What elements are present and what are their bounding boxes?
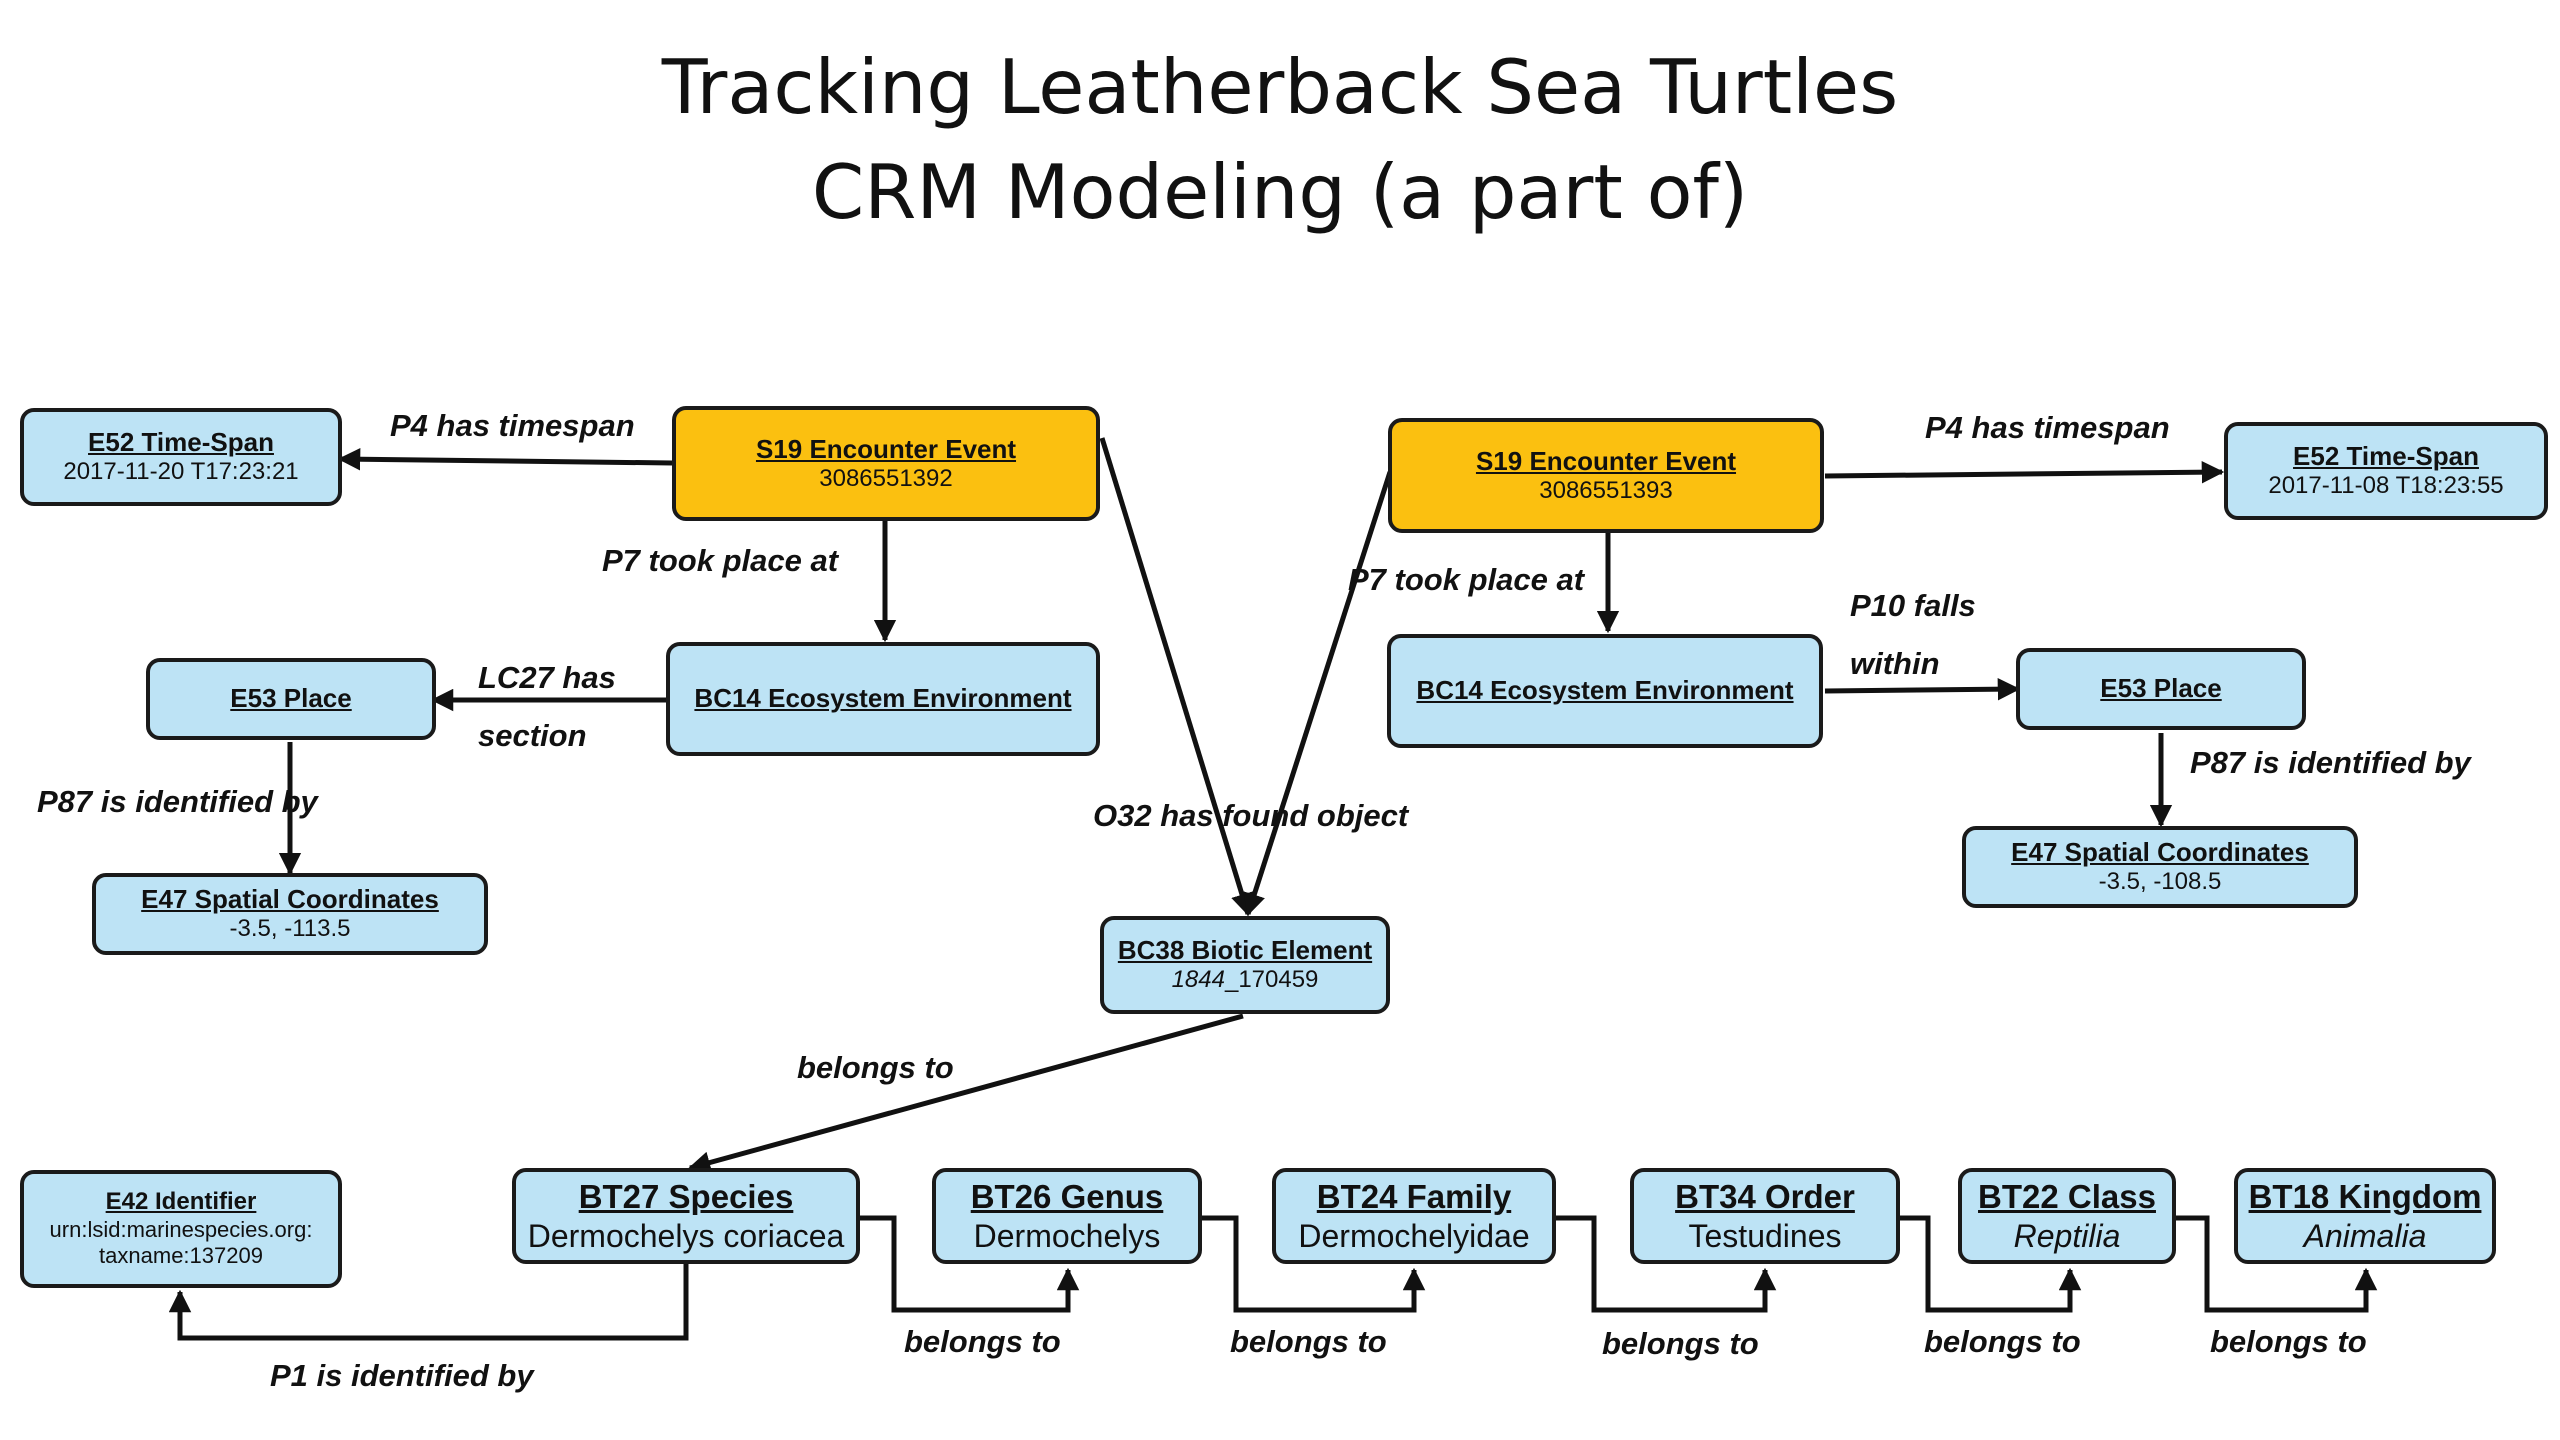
node-ecosystem-right-name: BC14 Ecosystem Environment <box>1416 675 1794 706</box>
label-p10-line2: within <box>1850 646 1940 681</box>
node-timespan-right-name: E52 Time-Span <box>2293 441 2479 471</box>
node-ecosystem-right: BC14 Ecosystem Environment <box>1387 634 1823 748</box>
node-species: BT27 Species Dermochelys coriacea <box>512 1168 860 1264</box>
node-coords-left: E47 Spatial Coordinates -3.5, -113.5 <box>92 873 488 955</box>
edge-belongs-3 <box>1554 1215 1777 1313</box>
node-order-value: Testudines <box>1688 1217 1842 1254</box>
node-biotic-element: BC38 Biotic Element 1844_170459 <box>1100 916 1390 1014</box>
label-belongs-1: belongs to <box>904 1324 1061 1359</box>
node-coords-left-name: E47 Spatial Coordinates <box>141 884 439 914</box>
node-identifier-value-line2: taxname:137209 <box>99 1243 263 1269</box>
label-p4-left: P4 has timespan <box>390 408 635 443</box>
node-place-left-name: E53 Place <box>230 683 352 714</box>
node-ecosystem-left: BC14 Ecosystem Environment <box>666 642 1100 756</box>
node-family-value: Dermochelyidae <box>1298 1217 1530 1254</box>
node-event-right: S19 Encounter Event 3086551393 <box>1388 418 1824 533</box>
edge-p4-left <box>337 447 673 471</box>
node-identifier: E42 Identifier urn:lsid:marinespecies.or… <box>20 1170 342 1288</box>
node-coords-left-value: -3.5, -113.5 <box>229 915 351 943</box>
label-p1: P1 is identified by <box>270 1358 534 1393</box>
edge-belongs-1 <box>860 1215 1080 1313</box>
label-belongs-4: belongs to <box>1924 1324 2081 1359</box>
node-coords-right: E47 Spatial Coordinates -3.5, -108.5 <box>1962 826 2358 908</box>
edge-belongs-2 <box>1200 1215 1426 1313</box>
edge-o32-left <box>1099 437 1253 917</box>
edge-o32-right <box>1243 471 1393 917</box>
node-kingdom: BT18 Kingdom Animalia <box>2234 1168 2496 1264</box>
node-timespan-right: E52 Time-Span 2017-11-08 T18:23:55 <box>2224 422 2548 520</box>
node-event-left: S19 Encounter Event 3086551392 <box>672 406 1100 521</box>
edge-belongs-4 <box>1900 1215 2082 1313</box>
label-p4-right: P4 has timespan <box>1925 410 2170 445</box>
node-place-left: E53 Place <box>146 658 436 740</box>
node-place-right: E53 Place <box>2016 648 2306 730</box>
node-kingdom-value: Animalia <box>2303 1217 2427 1254</box>
label-p10-line1: P10 falls <box>1850 588 1976 623</box>
node-species-name: BT27 Species <box>578 1178 794 1215</box>
node-species-value: Dermochelys coriacea <box>527 1217 845 1254</box>
label-belongs-2: belongs to <box>1230 1324 1387 1359</box>
label-p7-right: P7 took place at <box>1348 562 1585 597</box>
label-p7-left: P7 took place at <box>602 543 839 578</box>
node-coords-right-name: E47 Spatial Coordinates <box>2011 837 2309 867</box>
edge-p1 <box>168 1264 689 1341</box>
node-event-right-value: 3086551393 <box>1539 476 1673 504</box>
node-biotic-element-value-rest: _170459 <box>1224 966 1319 994</box>
label-o32: O32 has found object <box>1093 798 1409 833</box>
label-lc27-line1: LC27 has <box>478 660 616 695</box>
edge-p4-right <box>1824 460 2225 484</box>
node-event-right-name: S19 Encounter Event <box>1475 445 1737 476</box>
node-class-value: Reptilia <box>2013 1217 2121 1254</box>
node-timespan-left-value: 2017-11-20 T17:23:21 <box>63 458 299 486</box>
node-identifier-name: E42 Identifier <box>105 1188 257 1216</box>
title-line-2: CRM Modeling (a part of) <box>811 148 1749 236</box>
label-p87-left: P87 is identified by <box>37 784 318 819</box>
node-identifier-value-line1: urn:lsid:marinespecies.org: <box>49 1217 313 1242</box>
node-coords-right-value: -3.5, -108.5 <box>2098 868 2222 896</box>
node-timespan-right-value: 2017-11-08 T18:23:55 <box>2268 472 2504 500</box>
label-belongs-3: belongs to <box>1602 1326 1759 1361</box>
node-family: BT24 Family Dermochelyidae <box>1272 1168 1556 1264</box>
node-family-name: BT24 Family <box>1316 1178 1512 1215</box>
node-biotic-element-value: 1844_170459 <box>1172 966 1319 995</box>
node-biotic-element-name: BC38 Biotic Element <box>1117 935 1373 965</box>
node-genus-name: BT26 Genus <box>970 1178 1164 1215</box>
node-timespan-left: E52 Time-Span 2017-11-20 T17:23:21 <box>20 408 342 506</box>
node-event-left-name: S19 Encounter Event <box>755 433 1017 464</box>
edge-belongs-main <box>687 1013 1244 1174</box>
node-ecosystem-left-name: BC14 Ecosystem Environment <box>694 683 1072 714</box>
node-class: BT22 Class Reptilia <box>1958 1168 2176 1264</box>
node-order: BT34 Order Testudines <box>1630 1168 1900 1264</box>
edge-belongs-5 <box>2176 1215 2378 1313</box>
label-lc27-line2: section <box>478 718 587 753</box>
node-timespan-left-name: E52 Time-Span <box>88 427 274 457</box>
label-belongs-main: belongs to <box>797 1050 954 1085</box>
node-place-right-name: E53 Place <box>2100 673 2222 704</box>
label-belongs-5: belongs to <box>2210 1324 2367 1359</box>
node-kingdom-name: BT18 Kingdom <box>2248 1178 2482 1215</box>
node-genus: BT26 Genus Dermochelys <box>932 1168 1202 1264</box>
node-genus-value: Dermochelys <box>973 1217 1161 1254</box>
edge-p10 <box>1824 677 2021 701</box>
label-p87-right: P87 is identified by <box>2190 745 2471 780</box>
title-line-1: Tracking Leatherback Sea Turtles <box>661 43 1899 131</box>
node-event-left-value: 3086551392 <box>819 464 953 492</box>
node-order-name: BT34 Order <box>1675 1178 1855 1215</box>
node-biotic-element-value-italic: 1844 <box>1171 966 1225 994</box>
node-class-name: BT22 Class <box>1978 1178 2156 1215</box>
